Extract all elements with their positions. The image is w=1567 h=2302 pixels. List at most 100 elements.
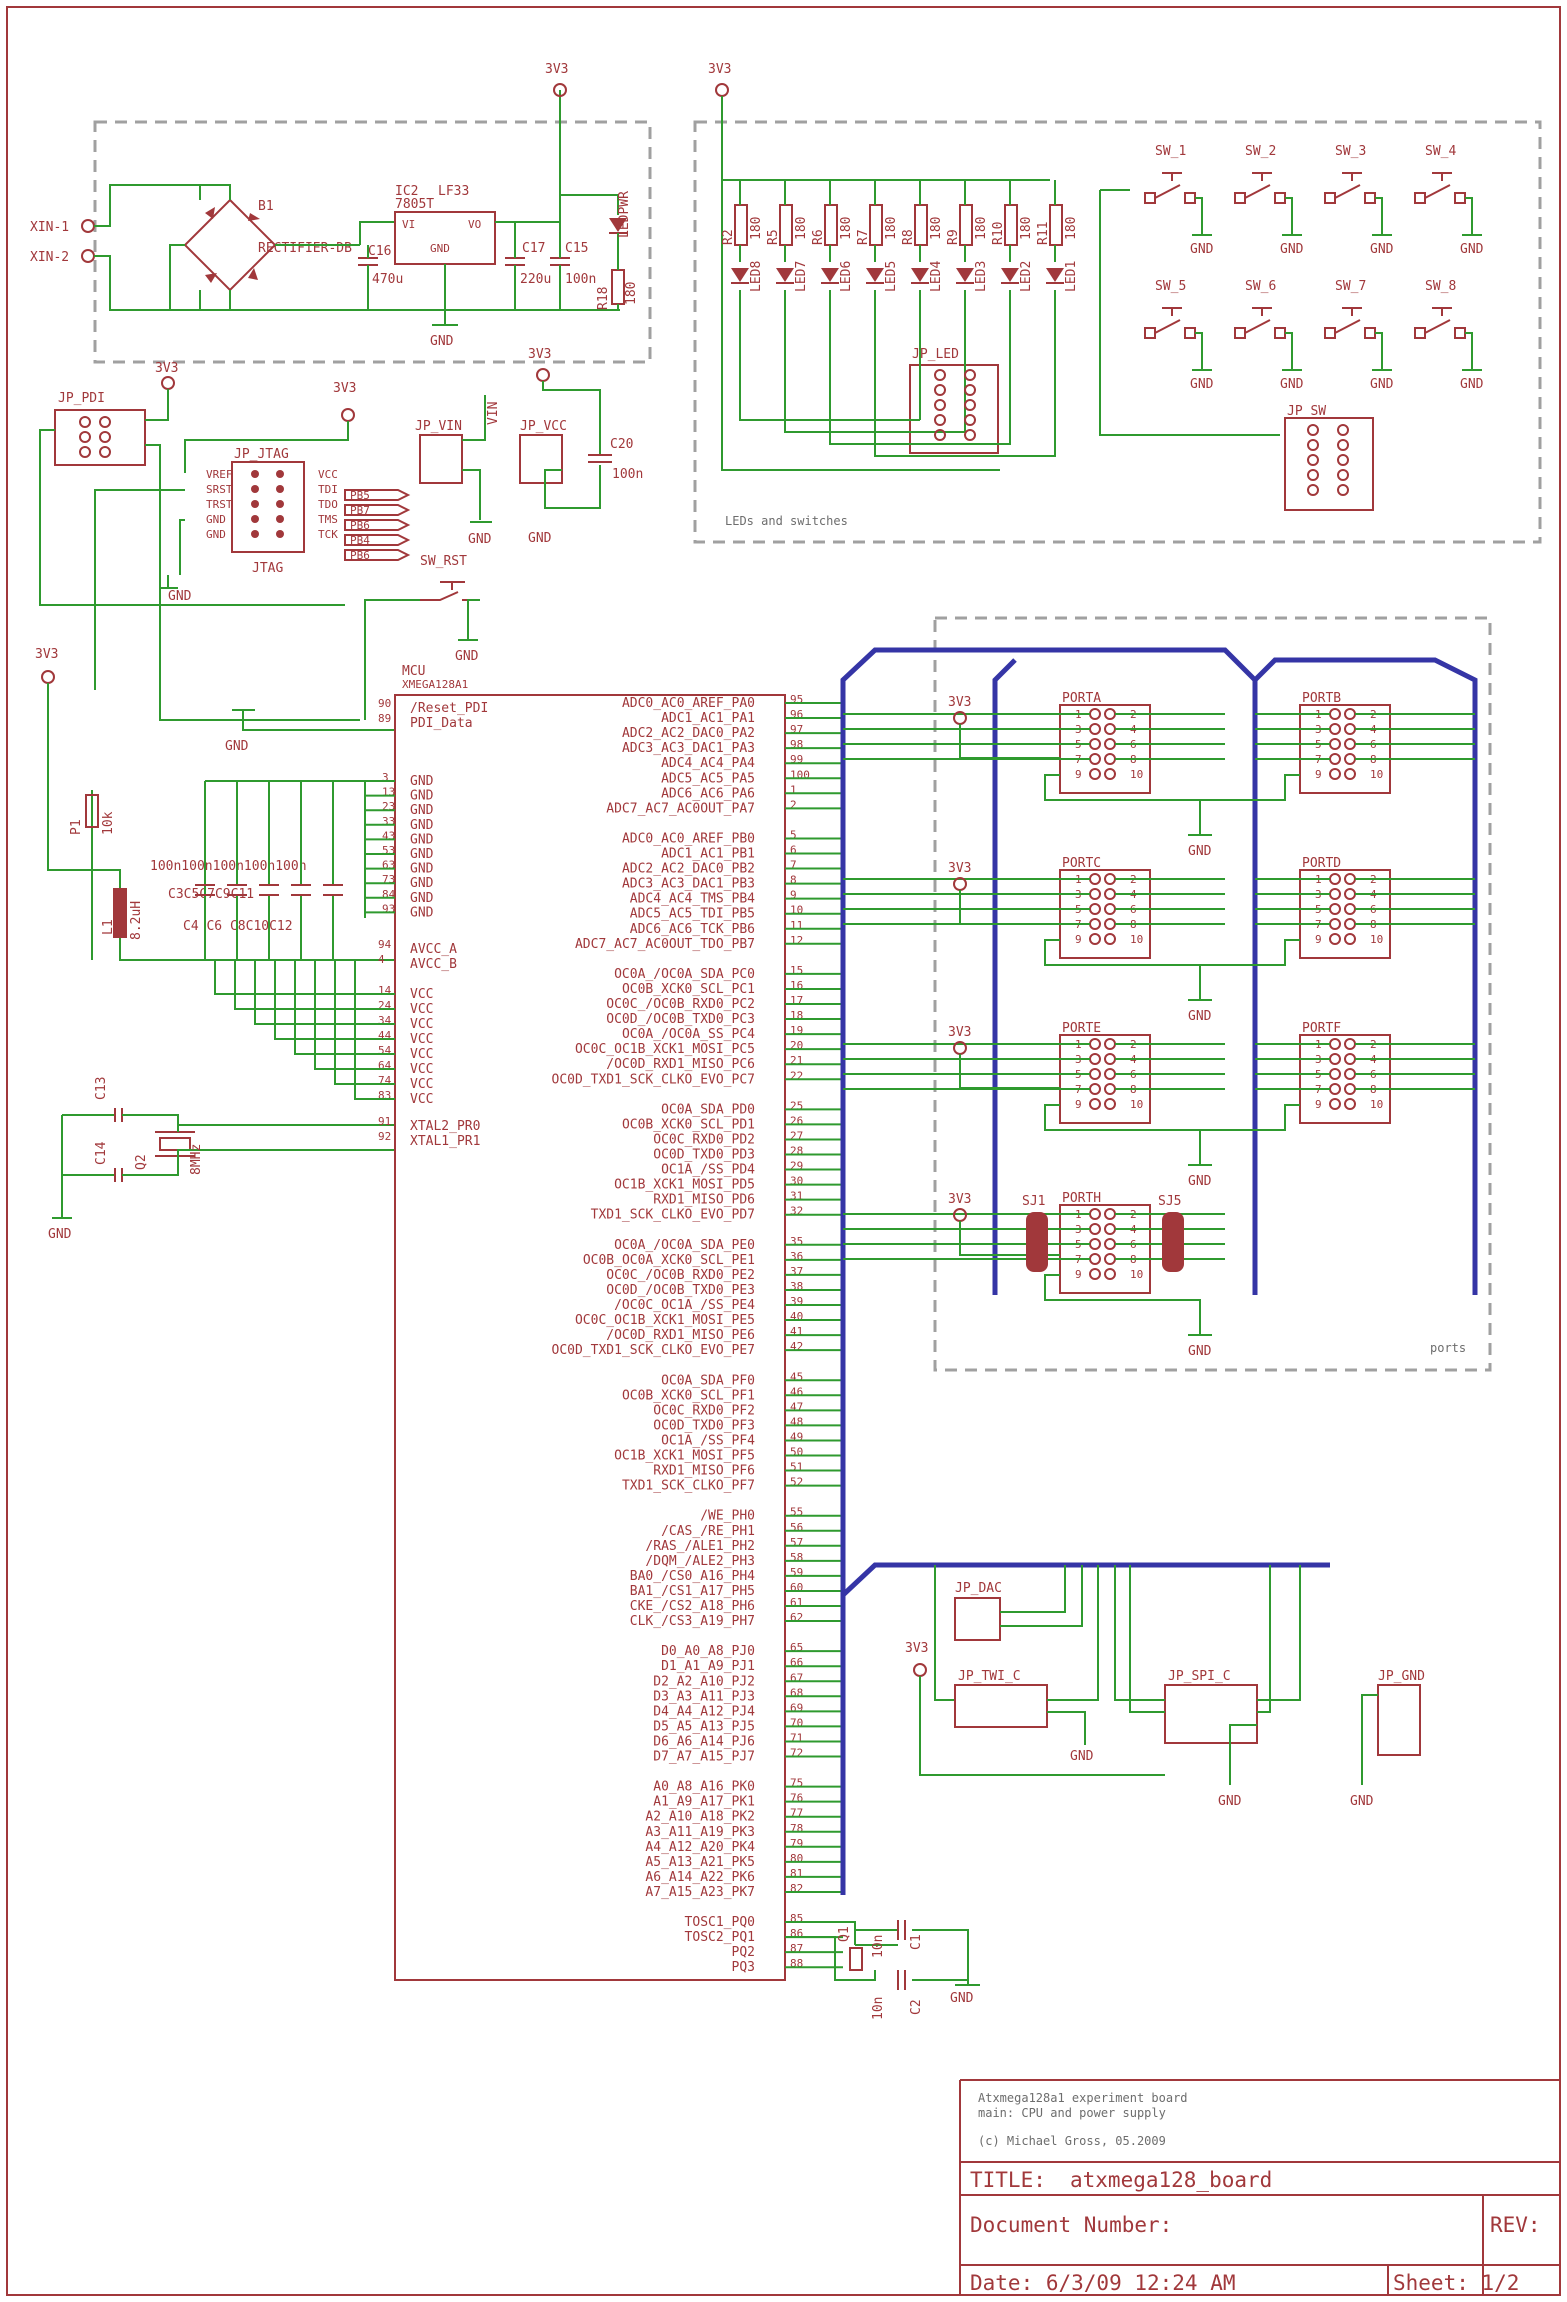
mcu-xtal2-pin: 91 xyxy=(378,1115,391,1128)
led-resistor-label: R9 xyxy=(946,229,961,245)
port-pin xyxy=(1089,738,1101,750)
led-resistor-value: 180 xyxy=(794,217,809,240)
led-resistor-label: R11 xyxy=(1036,222,1051,245)
jtag-port-label: PB6 xyxy=(350,549,370,562)
mcu-pin-label: ADC6_AC6_TCK_PB6 xyxy=(630,922,755,937)
port-gnd-label: GND xyxy=(1188,844,1212,859)
r18-value: 180 xyxy=(624,282,639,305)
mcu-pin-number: 42 xyxy=(790,1340,803,1353)
mcu-pin-number: 82 xyxy=(790,1882,803,1895)
port-pin xyxy=(1089,1068,1101,1080)
jtag-left-label: GND xyxy=(206,528,226,541)
port-pin xyxy=(1329,903,1341,915)
switch-gnd-label: GND xyxy=(1370,377,1394,392)
port-pin-even: 10 xyxy=(1370,1098,1383,1111)
switch-wire xyxy=(1375,197,1383,235)
switch-label: SW_1 xyxy=(1155,144,1186,159)
mcu-pin-label: D0_A0_A8_PJ0 xyxy=(661,1644,755,1659)
v33-supply-power xyxy=(553,83,567,97)
mcu-vcc-pin: 54 xyxy=(378,1044,392,1057)
mcu-pin-label: /DQM_/ALE2_PH3 xyxy=(645,1554,755,1569)
mcu-pin-label: A6_A14_A22_PK6 xyxy=(645,1870,755,1885)
led-resistor-value: 180 xyxy=(929,217,944,240)
port-pin xyxy=(1104,1098,1116,1110)
led-diode xyxy=(731,268,749,282)
mcu-pin-label: BA1_/CS1_A17_PH5 xyxy=(630,1584,755,1599)
switch-pad xyxy=(1454,192,1466,204)
header-pin xyxy=(1307,484,1319,496)
port-gnd-wire xyxy=(1044,1104,1201,1165)
mcu-pin-number: 25 xyxy=(790,1099,803,1112)
q2-label: Q2 xyxy=(134,1154,149,1170)
port-pin xyxy=(1104,873,1116,885)
jp-gnd-label: JP_GND xyxy=(1378,1669,1425,1684)
switch-pad xyxy=(1364,192,1376,204)
jp-pdi-header xyxy=(54,409,146,466)
mcu-vcc-label: VCC xyxy=(410,987,433,1002)
v33-label-jtag: 3V3 xyxy=(333,381,356,396)
port-pin xyxy=(1104,1053,1116,1065)
mcu-pin-number: 37 xyxy=(790,1265,803,1278)
mcu-pin-number: 12 xyxy=(790,934,803,947)
mcu-pin-label: ADC6_AC6_PA6 xyxy=(661,786,755,801)
port-pin xyxy=(1104,1068,1116,1080)
mcu-pin-label: ADC7_AC7_AC0OUT_TDO_PB7 xyxy=(575,937,755,952)
p1-value: 10k xyxy=(101,811,116,835)
mcu-pin-number: 32 xyxy=(790,1205,803,1218)
mcu-pin-label: OC0D_TXD1_SCK_CLKO_EVO_PC7 xyxy=(552,1072,756,1087)
port-pin xyxy=(1104,1223,1116,1235)
c16-label: C16 xyxy=(368,244,391,259)
port-pin xyxy=(1329,873,1341,885)
pdi-pin xyxy=(99,416,111,428)
ledpwr-label: LEDPWR xyxy=(617,191,632,238)
mcu-vcc-label: VCC xyxy=(410,1002,433,1017)
mcu-gnd-pin: 63 xyxy=(382,859,395,872)
mcu-pin-number: 62 xyxy=(790,1611,803,1624)
led-label: LED3 xyxy=(974,261,989,292)
mcu-pin-number: 46 xyxy=(790,1385,803,1398)
mcu-pin-number: 97 xyxy=(790,723,803,736)
mcu-pin-label: TOSC2_PQ1 xyxy=(685,1930,755,1945)
solder-jumpers xyxy=(1026,1212,1184,1272)
port-pin xyxy=(1104,888,1116,900)
drawing-frame xyxy=(6,6,1561,2296)
led-diode xyxy=(1001,268,1019,282)
mcu-pin-label: A0_A8_A16_PK0 xyxy=(653,1780,755,1795)
mcu-pin-label: OC1B_XCK1_MOSI_PF5 xyxy=(614,1449,755,1464)
mcu-pin-label: OC0C_OC1B_XCK1_MOSI_PC5 xyxy=(575,1042,755,1057)
mcu-pin-number: 71 xyxy=(790,1731,803,1744)
mcu-part: XMEGA128A1 xyxy=(402,678,468,691)
title-desc2: main: CPU and power supply xyxy=(978,2106,1166,2120)
mcu-pin-label: OC0A_/OC0A_SDA_PC0 xyxy=(614,967,755,982)
mcu-pin-number: 29 xyxy=(790,1160,803,1173)
switch-pad xyxy=(1414,327,1426,339)
switch-label: SW_3 xyxy=(1335,144,1366,159)
c17-value: 220u xyxy=(520,272,551,287)
port-pin-odd: 9 xyxy=(1315,768,1322,781)
switch-wire xyxy=(1195,332,1203,370)
port-header xyxy=(1299,869,1391,959)
mcu-pin-number: 68 xyxy=(790,1686,803,1699)
switch-pad xyxy=(1364,327,1376,339)
port-pin-odd: 9 xyxy=(1075,1268,1082,1281)
mcu-pin-number: 56 xyxy=(790,1521,803,1534)
port-pin xyxy=(1329,708,1341,720)
mcu-pin-label: D6_A6_A14_PJ6 xyxy=(653,1734,755,1749)
port-pin-even: 10 xyxy=(1370,768,1383,781)
port-pin-even: 10 xyxy=(1130,933,1143,946)
mcu-gnd-label: GND xyxy=(410,818,434,833)
mcu-pin-label: ADC5_AC5_PA5 xyxy=(661,771,755,786)
mcu-pin-number: 81 xyxy=(790,1867,803,1880)
q2-value: 8MHz xyxy=(189,1144,204,1175)
port-v33-label: 3V3 xyxy=(948,1025,971,1040)
switch-pad xyxy=(1234,327,1246,339)
jp-led-label: JP_LED xyxy=(912,347,959,362)
switch-contact xyxy=(1424,307,1452,334)
mcu-pin-label: ADC0_AC0_AREF_PA0 xyxy=(622,696,755,711)
header-pin xyxy=(934,399,946,411)
led-resistor-value: 180 xyxy=(1064,217,1079,240)
port-gnd-wire xyxy=(1044,774,1201,835)
mcu-pin-number: 40 xyxy=(790,1310,803,1323)
p1-label: P1 xyxy=(69,819,84,835)
